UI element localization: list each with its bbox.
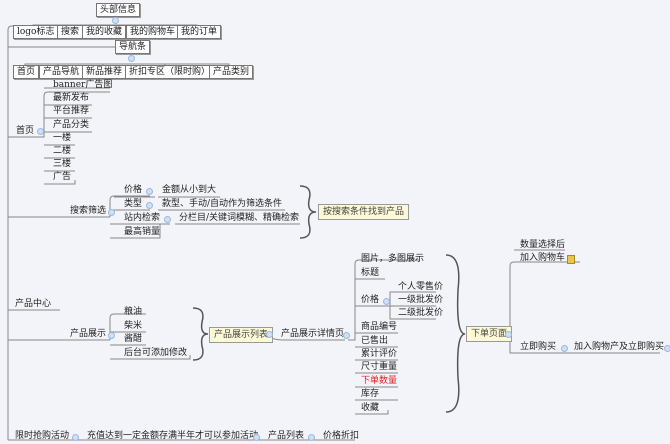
collapse-icon[interactable] — [343, 332, 350, 339]
display-item: 柴米 — [124, 321, 143, 331]
collapse-icon[interactable] — [561, 345, 568, 352]
filter-item: 类型 — [124, 199, 143, 209]
product-display-node[interactable]: 产品展示 — [70, 329, 107, 339]
bottom-item: 价格折扣 — [323, 431, 360, 441]
header-item[interactable]: 搜索 — [57, 25, 84, 39]
bottom-item: 充值达到一定金额存满半年才可以参加活动 — [87, 431, 259, 441]
collapse-icon[interactable] — [664, 345, 670, 352]
bottom-item[interactable]: 限时抢购活动 — [15, 431, 70, 441]
nav-node[interactable]: 导航条 — [115, 40, 151, 54]
detail-item: 标题 — [361, 268, 380, 278]
header-item[interactable]: 我的订单 — [177, 25, 222, 39]
home-item: 产品分类 — [53, 120, 90, 130]
product-list-summary[interactable]: 产品展示列表 — [209, 327, 274, 343]
filter-item: 最高销量 — [124, 227, 161, 237]
nav-item[interactable]: 首页 — [13, 65, 40, 79]
collapse-icon[interactable] — [253, 434, 260, 441]
search-result-summary[interactable]: 按搜索条件找到产品 — [318, 204, 410, 220]
product-center-node[interactable]: 产品中心 — [15, 299, 52, 309]
filter-detail: 款型、手动/自动作为筛选条件 — [162, 199, 283, 209]
collapse-icon[interactable] — [308, 434, 315, 441]
nav-item[interactable]: 产品导航 — [39, 65, 84, 79]
detail-item: 已售出 — [361, 336, 389, 346]
collapse-icon[interactable] — [37, 128, 44, 135]
home-item: 一楼 — [53, 133, 72, 143]
note-icon[interactable] — [567, 255, 575, 264]
nav-item[interactable]: 折扣专区（限时购） — [125, 65, 215, 79]
home-item: 二楼 — [53, 146, 72, 156]
home-item: 平台推荐 — [53, 106, 90, 116]
price-level: 二级批发价 — [398, 308, 444, 318]
detail-item: 收藏 — [361, 403, 380, 413]
order-item: 立即购买 — [520, 342, 557, 352]
display-item: 粮油 — [124, 307, 143, 317]
collapse-icon[interactable] — [108, 332, 115, 339]
collapse-icon[interactable] — [72, 434, 79, 441]
bottom-item: 产品列表 — [268, 431, 305, 441]
header-item[interactable]: 我的购物车 — [126, 25, 180, 39]
detail-item: 商品编号 — [361, 322, 398, 332]
detail-item: 图片，多图展示 — [361, 254, 425, 264]
display-item: 酱醋 — [124, 334, 143, 344]
header-item[interactable]: logo标志 — [13, 25, 59, 39]
filter-detail: 金额从小到大 — [162, 185, 217, 195]
display-item: 后台可添加修改 — [124, 348, 188, 358]
search-filter-node[interactable]: 搜索筛选 — [70, 206, 107, 216]
home-item: 三楼 — [53, 159, 72, 169]
collapse-icon[interactable] — [128, 55, 135, 62]
order-item: 加入购物车 — [520, 253, 566, 263]
price-level: 个人零售价 — [398, 282, 444, 292]
header-item[interactable]: 我的收藏 — [82, 25, 127, 39]
home-item: 最新发布 — [53, 93, 90, 103]
nav-item[interactable]: 新品推荐 — [82, 65, 127, 79]
order-page-summary[interactable]: 下单页面 — [466, 326, 513, 342]
price-level: 一级批发价 — [398, 295, 444, 305]
collapse-icon[interactable] — [383, 298, 390, 305]
order-item: 数量选择后 — [520, 240, 566, 250]
filter-item: 站内检索 — [124, 213, 161, 223]
home-item: banner广告图 — [53, 80, 113, 90]
header-info-node[interactable]: 头部信息 — [96, 3, 141, 17]
detail-page-node[interactable]: 产品展示详情页 — [281, 329, 345, 339]
detail-item: 库存 — [361, 389, 380, 399]
detail-item: 尺寸重量 — [361, 362, 398, 372]
collapse-icon[interactable] — [164, 216, 171, 223]
collapse-icon[interactable] — [505, 331, 512, 338]
home-item: 广告 — [53, 172, 72, 182]
filter-item: 价格 — [124, 185, 143, 195]
detail-item-highlighted: 下单数量 — [361, 376, 398, 386]
collapse-icon[interactable] — [108, 209, 115, 216]
nav-item[interactable]: 产品类别 — [209, 65, 254, 79]
home-node[interactable]: 首页 — [16, 126, 35, 136]
detail-item: 价格 — [361, 295, 380, 305]
collapse-icon[interactable] — [266, 331, 273, 338]
filter-detail: 分栏目/关键词模糊、精确检索 — [179, 213, 300, 223]
detail-item: 累计评价 — [361, 349, 398, 359]
collapse-icon[interactable] — [146, 188, 153, 195]
collapse-icon[interactable] — [112, 17, 119, 24]
order-item-detail: 加入购物产及立即购买 — [574, 342, 665, 352]
collapse-icon[interactable] — [146, 202, 153, 209]
